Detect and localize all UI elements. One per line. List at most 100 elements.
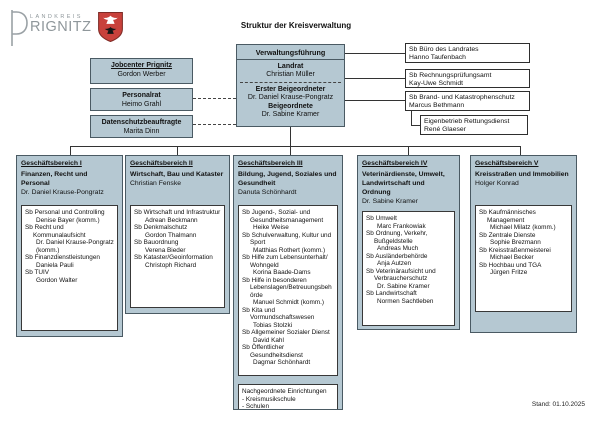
dept-header: Geschäftsbereich I Finanzen, Recht und P… <box>17 156 122 203</box>
unit-person: Jürgen Fritze <box>490 269 528 276</box>
unit-person: Adrean Beckmann <box>145 216 198 224</box>
landrat-section: Landrat Christian Müller <box>237 60 344 82</box>
unit-person: Christoph Richard <box>145 261 197 269</box>
unit-name: Sb Kreisstraßenmeisterei <box>479 246 551 254</box>
unit-person: Tobias Stolzki <box>253 321 293 329</box>
connector-dashed-datenschutz <box>193 124 236 125</box>
box-person: Kay-Uwe Schmidt <box>409 79 464 87</box>
person-name: Dr. Daniel Krause-Pongratz <box>247 94 334 101</box>
personalrat-box: Personalrat Heimo Grahl <box>90 88 193 111</box>
dept-head: Danuta Schönhardt <box>238 189 297 196</box>
unit-person: Andreas Much <box>377 245 419 252</box>
sub-institutions-box: Nachgeordnete Einrichtungen - Kreismusik… <box>238 384 338 410</box>
role-label: Landrat <box>277 62 304 70</box>
prignitz-crest-icon <box>97 12 123 42</box>
logo-wordmark: LANDKREIS RIGNITZ <box>30 9 92 35</box>
unit-name: Sb Veterinäraufsicht und Verbraucherschu… <box>366 267 436 283</box>
dept-column-1: Geschäftsbereich I Finanzen, Recht und P… <box>16 155 123 337</box>
unit-person: Denise Bayer (komm.) <box>36 216 100 224</box>
dept-head: Holger Konrad <box>475 180 519 187</box>
landkreis-prignitz-logo: LANDKREIS RIGNITZ <box>8 9 123 47</box>
person-name: Christian Müller <box>266 71 315 78</box>
connector-dashed-personalrat <box>193 98 236 99</box>
dept-head: Dr. Daniel Krause-Pongratz <box>21 189 104 196</box>
unit-person: Normen Sachtleben <box>377 297 434 305</box>
leadership-box: Verwaltungsführung Landrat Christian Mül… <box>236 44 345 127</box>
unit-person: Manuel Schmidt (komm.) <box>253 299 325 306</box>
unit-person: Daniela Pauli <box>36 261 74 269</box>
unit-name: Sb Recht und Kommunalaufsicht <box>25 224 86 239</box>
dept-header: Geschäftsbereich III Bildung, Jugend, So… <box>234 156 342 203</box>
dept-title: Kreisstraßen und Immobilien <box>475 171 569 178</box>
box-person: Marita Dinn <box>123 127 160 135</box>
dept-head: Dr. Sabine Kramer <box>362 198 418 205</box>
unit-name: Sb Jugend-, Sozial- und Gesundheitsmanag… <box>242 209 324 224</box>
dept-column-2: Geschäftsbereich II Wirtschaft, Bau und … <box>125 155 230 314</box>
page-title: Struktur der Kreisverwaltung <box>240 21 352 30</box>
connector-stub-1 <box>70 146 71 155</box>
dept-title: Finanzen, Recht und Personal <box>21 171 88 187</box>
dept-column-5: Geschäftsbereich V Kreisstraßen und Immo… <box>470 155 577 333</box>
connector-stub-2 <box>177 146 178 155</box>
dept-head: Christian Fenske <box>130 180 181 187</box>
unit-name: Sb TUIV <box>25 269 50 276</box>
connector-staff-1 <box>345 53 405 54</box>
dept-title: Bildung, Jugend, Soziales und Gesundheit <box>238 171 337 187</box>
box-person: Marcus Bethmann <box>409 101 465 109</box>
unit-name: Sb Landwirtschaft <box>366 290 417 297</box>
box-title: Personalrat <box>122 92 161 99</box>
unit-name: Sb Kataster/Geoinformation <box>134 254 213 261</box>
staff-box-rettungsdienst: Eigenbetrieb Rettungsdienst René Glaeser <box>420 115 528 135</box>
dept-id: Geschäftsbereich V <box>475 160 539 167</box>
unit-name: Sb Hilfe in besonderen Lebenslagen/Betre… <box>242 276 332 299</box>
box-person: Hanno Taufenbach <box>409 53 466 61</box>
dept-header: Geschäftsbereich IV Veterinärdienste, Um… <box>358 156 459 209</box>
unit-person: Sophie Brezmann <box>490 239 541 246</box>
dept-id: Geschäftsbereich III <box>238 160 303 167</box>
unit-name: Sb Ausländerbehörde <box>366 252 428 260</box>
datenschutz-box: Datenschutzbeauftragte Marita Dinn <box>90 115 193 138</box>
unit-person: Michael Becker <box>490 254 534 261</box>
unit-name: Sb Öffentlicher Gesundheitsdienst <box>242 344 303 359</box>
sub-item: - Schulen <box>242 403 269 410</box>
unit-name: Sb Allgemeiner Sozialer Dienst <box>242 329 330 336</box>
unit-person: Dr. Daniel Krause-Pongratz (komm.) <box>36 239 114 254</box>
dept-title: Veterinärdienste, Umwelt, Landwirtschaft… <box>362 171 445 196</box>
sub-box-items: - Kreismusikschule- Schulen <box>242 395 334 410</box>
unit-person: Heike Weise <box>253 224 289 231</box>
status-date: Stand: 01.10.2025 <box>531 401 585 408</box>
logo-wordmark-top: LANDKREIS <box>30 14 83 20</box>
connector-trunk-h <box>70 146 521 147</box>
unit-name: Sb Hochbau und TGA <box>479 261 542 269</box>
box-title: Datenschutzbeauftragte <box>101 119 182 126</box>
unit-person: Matthias Rothert (komm.) <box>253 246 326 254</box>
sub-box-title: Nachgeordnete Einrichtungen <box>242 388 327 395</box>
unit-name: Sb Hilfe zum Lebensunterhalt/ Wohngeld <box>242 254 328 269</box>
staff-box-brandschutz: Sb Brand- und Katastrophenschutz Marcus … <box>405 91 530 111</box>
dept-id: Geschäftsbereich IV <box>362 160 428 167</box>
connector-stub-5 <box>520 146 521 155</box>
unit-person: Dr. Sabine Kramer <box>377 282 430 290</box>
logo-letter-p-icon <box>11 10 28 46</box>
deputies-section: Erster Beigeordneter Dr. Daniel Krause-P… <box>237 83 344 122</box>
unit-name: Sb Schulverwaltung, Kultur und Sport <box>242 231 332 247</box>
dept-title: Wirtschaft, Bau und Kataster <box>130 171 224 178</box>
unit-person: David Kahl <box>253 336 284 344</box>
box-title: Sb Rechnungsprüfungsamt <box>409 71 492 79</box>
box-title: Sb Büro des Landrates <box>409 45 479 53</box>
unit-name: Sb Ordnung, Verkehr, Bußgeldstelle <box>366 230 428 245</box>
dept-id: Geschäftsbereich II <box>130 160 193 167</box>
staff-box-buero-landrat: Sb Büro des Landrates Hanno Taufenbach <box>405 43 530 63</box>
leadership-header: Verwaltungsführung <box>237 45 344 60</box>
unit-person: Verena Bieder <box>145 246 186 254</box>
unit-person: Korina Baade-Dams <box>253 269 311 276</box>
connector-staff-3 <box>345 100 405 101</box>
person-name: Dr. Sabine Kramer <box>261 111 320 118</box>
connector-rettungsdienst-v <box>411 111 412 125</box>
sub-item: - Kreismusikschule <box>242 395 296 403</box>
unit-name: Sb Bauordnung <box>134 239 179 246</box>
box-title: Eigenbetrieb Rettungsdienst <box>424 117 510 125</box>
